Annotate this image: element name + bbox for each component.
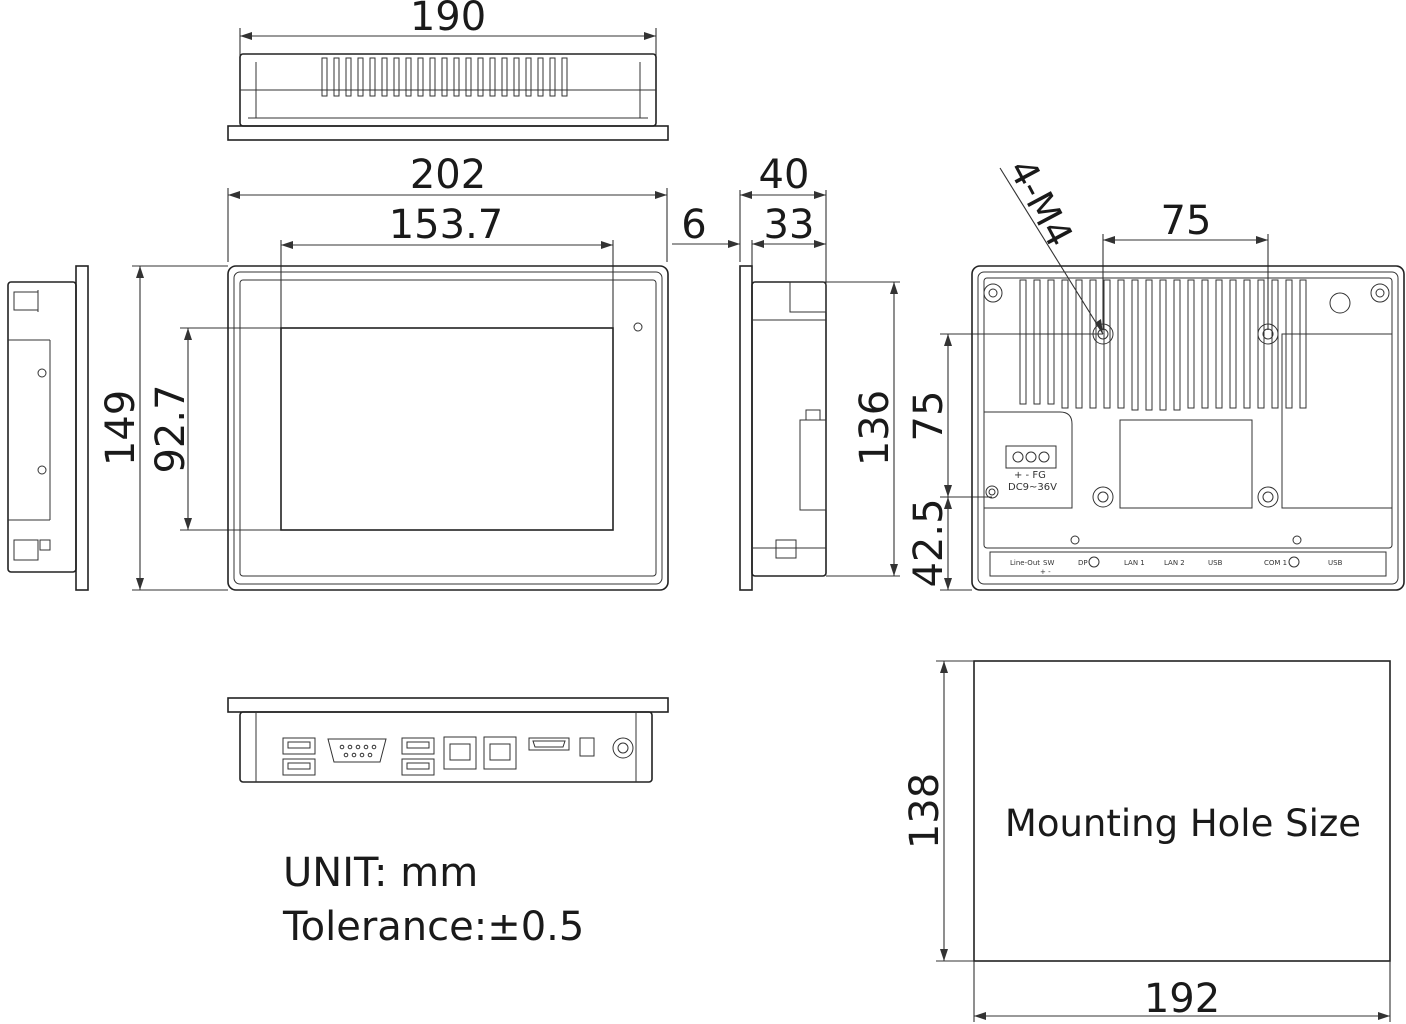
fin-slot bbox=[1299, 279, 1307, 409]
bottom-view bbox=[227, 697, 669, 783]
top-view bbox=[227, 28, 669, 141]
fin-slot bbox=[1075, 279, 1083, 409]
dim-top-width: 190 bbox=[410, 0, 486, 40]
rear-port-label: COM 1 bbox=[1264, 559, 1287, 567]
fin-slot bbox=[453, 57, 460, 97]
rear-port-label: Line-Out bbox=[1010, 559, 1040, 567]
fin-slot bbox=[513, 57, 520, 97]
mounting-hole-view bbox=[936, 660, 1391, 1022]
fin-slot bbox=[405, 57, 412, 97]
fin-slot bbox=[369, 57, 376, 97]
fin-slot bbox=[333, 57, 340, 97]
fin-slot bbox=[441, 57, 448, 97]
dim-depth-total: 40 bbox=[759, 152, 810, 198]
fin-slot bbox=[429, 57, 436, 97]
power-rating-label: DC9~36V bbox=[1008, 482, 1057, 493]
dim-front-width: 202 bbox=[410, 152, 486, 198]
unit-note: UNIT: mm bbox=[283, 850, 478, 896]
fin-slot bbox=[525, 57, 532, 97]
rear-port-label: USB bbox=[1328, 559, 1343, 567]
tolerance-note: Tolerance:±0.5 bbox=[282, 904, 584, 950]
rear-port-label: LAN 1 bbox=[1124, 559, 1145, 567]
fin-slot bbox=[537, 57, 544, 97]
fin-slot bbox=[1215, 279, 1223, 409]
terminal-polarity-label: + - FG bbox=[1014, 470, 1046, 481]
fin-slot bbox=[477, 57, 484, 97]
fin-slot bbox=[1173, 279, 1181, 411]
fin-slot bbox=[1243, 279, 1251, 409]
dim-depth-body: 33 bbox=[764, 202, 815, 248]
fin-slot bbox=[321, 57, 328, 97]
rear-port-label: SW bbox=[1043, 559, 1054, 567]
mount-thread-label: 4-M4 bbox=[1000, 152, 1081, 254]
fin-slot bbox=[549, 57, 556, 97]
fin-slot bbox=[417, 57, 424, 97]
right-side-view bbox=[672, 190, 900, 591]
fin-slot bbox=[1019, 279, 1027, 405]
fin-slot bbox=[501, 57, 508, 97]
switch-marks: + - bbox=[1040, 568, 1051, 576]
dim-bezel-offset: 6 bbox=[681, 202, 706, 248]
dim-cutout-width: 192 bbox=[1144, 976, 1220, 1022]
fin-slot bbox=[1145, 279, 1153, 411]
fin-slot bbox=[489, 57, 496, 97]
fin-slot bbox=[561, 57, 568, 97]
fin-slot bbox=[1159, 279, 1167, 411]
fin-slot bbox=[1047, 279, 1055, 405]
fin-slot bbox=[393, 57, 400, 97]
fin-slot bbox=[1201, 279, 1209, 409]
dim-hole-spacing-v: 75 bbox=[906, 391, 952, 442]
dim-side-height: 136 bbox=[852, 390, 898, 466]
dim-screen-height: 92.7 bbox=[148, 384, 194, 473]
fin-slot bbox=[1229, 279, 1237, 409]
fin-slot bbox=[465, 57, 472, 97]
left-side-view bbox=[7, 265, 89, 591]
fin-slot bbox=[1033, 279, 1041, 405]
fin-slot bbox=[1187, 279, 1195, 409]
fin-slot bbox=[1089, 279, 1097, 409]
fin-slot bbox=[1117, 279, 1125, 409]
rear-port-label: USB bbox=[1208, 559, 1223, 567]
fin-slot bbox=[381, 57, 388, 97]
front-view bbox=[132, 188, 669, 591]
dim-screen-width: 153.7 bbox=[389, 202, 504, 248]
fin-slot bbox=[1257, 279, 1265, 409]
dim-front-height: 149 bbox=[98, 390, 144, 466]
dim-hole-offset-v: 42.5 bbox=[906, 498, 952, 587]
dim-cutout-height: 138 bbox=[902, 773, 948, 849]
fin-slot bbox=[1131, 279, 1139, 411]
rear-port-label: DP bbox=[1078, 559, 1088, 567]
rear-port-label: LAN 2 bbox=[1164, 559, 1185, 567]
fin-slot bbox=[1061, 279, 1069, 409]
fin-slot bbox=[1285, 279, 1293, 409]
fin-slot bbox=[345, 57, 352, 97]
mounting-hole-label: Mounting Hole Size bbox=[1005, 802, 1361, 845]
fin-slot bbox=[357, 57, 364, 97]
dim-hole-spacing-h: 75 bbox=[1161, 198, 1212, 244]
fin-slot bbox=[1271, 279, 1279, 409]
